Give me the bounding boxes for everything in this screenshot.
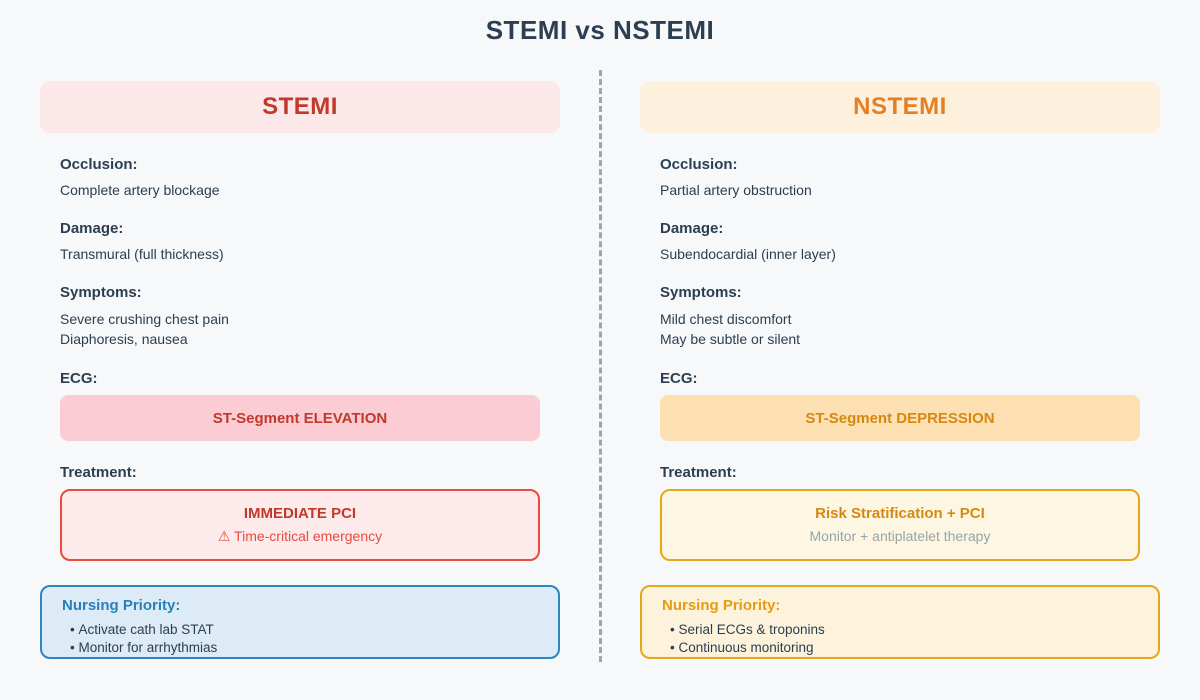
nstemi-column: NSTEMI Occlusion: Partial artery obstruc…	[640, 81, 1160, 659]
nstemi-symptom-line: Mild chest discomfort	[660, 311, 792, 327]
stemi-occlusion-value: Complete artery blockage	[60, 182, 220, 198]
nstemi-ecg-label: ECG:	[660, 370, 698, 387]
page-title: STEMI vs NSTEMI	[485, 15, 715, 45]
stemi-symptoms-values: Severe crushing chest pain Diaphoresis, …	[60, 309, 560, 349]
nstemi-treatment-box: Risk Stratification + PCI Monitor + anti…	[660, 489, 1140, 561]
stemi-treatment-box: IMMEDIATE PCI ⚠ Time-critical emergency	[60, 489, 540, 561]
nstemi-nursing-item: Continuous monitoring	[662, 639, 1138, 657]
stemi-treatment-title: IMMEDIATE PCI	[243, 505, 357, 522]
stemi-treatment-label: Treatment:	[60, 464, 137, 481]
nstemi-occlusion-label: Occlusion:	[660, 156, 738, 173]
stemi-ecg-label: ECG:	[60, 370, 98, 387]
nstemi-damage-label: Damage:	[660, 220, 724, 237]
stemi-treatment-warning: ⚠ Time-critical emergency	[217, 528, 383, 544]
stemi-symptoms-label: Symptoms:	[60, 284, 142, 301]
stemi-symptom-line: Diaphoresis, nausea	[60, 331, 188, 347]
nstemi-nursing-priority-box: Nursing Priority: Serial ECGs & troponin…	[640, 585, 1160, 659]
nstemi-symptoms-label: Symptoms:	[660, 284, 742, 301]
nstemi-nursing-priority-title: Nursing Priority:	[662, 597, 781, 614]
nstemi-nursing-item: Serial ECGs & troponins	[662, 621, 1138, 639]
stemi-column-header: STEMI	[40, 81, 560, 133]
nstemi-column-header: NSTEMI	[640, 81, 1160, 133]
nstemi-treatment-label: Treatment:	[660, 464, 737, 481]
stemi-occlusion-label: Occlusion:	[60, 156, 138, 173]
nstemi-damage-value: Subendocardial (inner layer)	[660, 246, 836, 262]
stemi-nursing-item: Monitor for arrhythmias	[62, 639, 538, 657]
stemi-damage-value: Transmural (full thickness)	[60, 246, 224, 262]
stemi-symptom-line: Severe crushing chest pain	[60, 311, 229, 327]
stemi-column: STEMI Occlusion: Complete artery blockag…	[40, 81, 560, 659]
stemi-nursing-item: Activate cath lab STAT	[62, 621, 538, 639]
stemi-damage-label: Damage:	[60, 220, 124, 237]
nstemi-ecg-finding-box: ST-Segment DEPRESSION	[660, 395, 1140, 441]
nstemi-treatment-note: Monitor + antiplatelet therapy	[809, 528, 991, 544]
column-divider-dashed-line	[599, 70, 602, 662]
stemi-nursing-priority-box: Nursing Priority: Activate cath lab STAT…	[40, 585, 560, 659]
nstemi-symptom-line: May be subtle or silent	[660, 331, 801, 347]
nstemi-treatment-title: Risk Stratification + PCI	[815, 505, 985, 522]
nstemi-occlusion-value: Partial artery obstruction	[660, 182, 812, 198]
nstemi-symptoms-values: Mild chest discomfort May be subtle or s…	[660, 309, 1160, 349]
stemi-ecg-finding-box: ST-Segment ELEVATION	[60, 395, 540, 441]
stemi-nursing-priority-title: Nursing Priority:	[62, 597, 181, 614]
